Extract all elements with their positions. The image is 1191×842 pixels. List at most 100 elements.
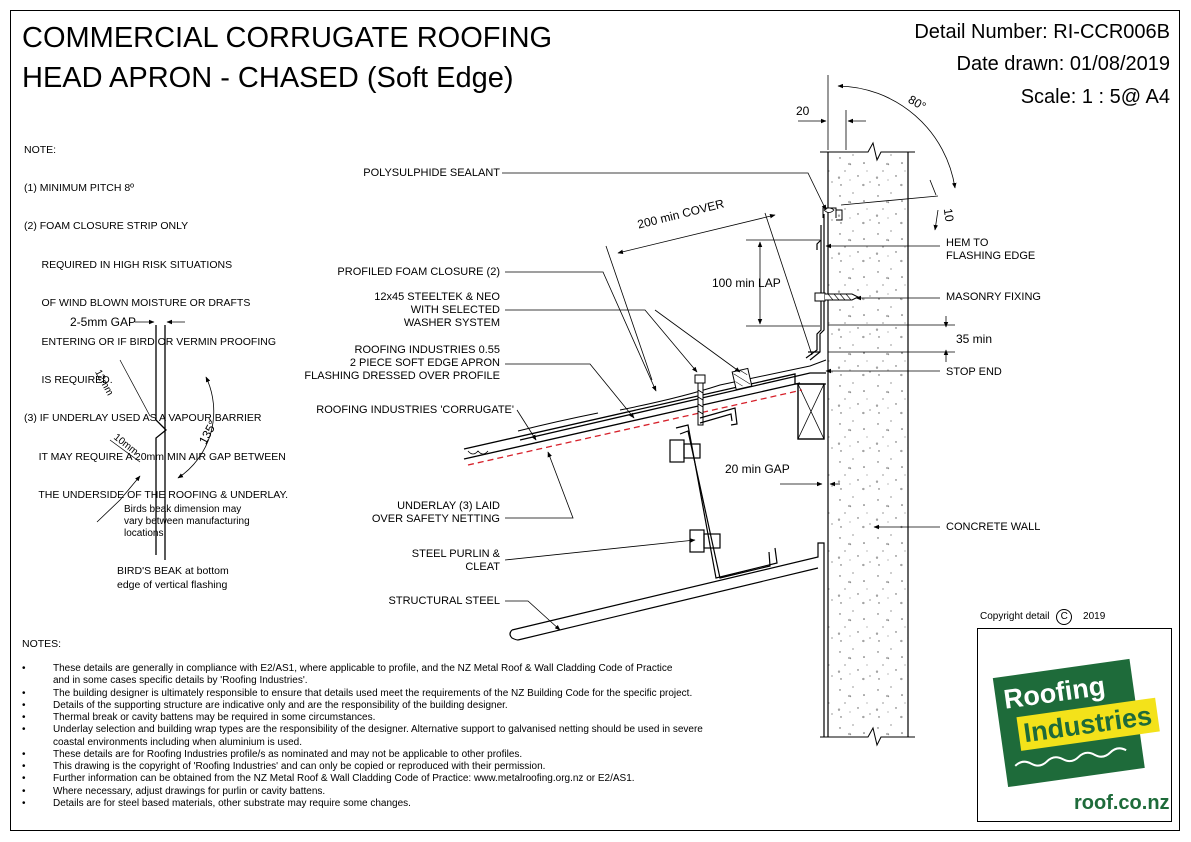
note-item: • Details of the supporting structure are… [22, 700, 703, 712]
steel-purlin [669, 407, 778, 579]
label-underlay: UNDERLAY (3) LAID OVER SAFETY NETTING [372, 500, 500, 526]
label-corrugate: ROOFING INDUSTRIES 'CORRUGATE' [316, 404, 514, 416]
label-sealant: POLYSULPHIDE SEALANT [363, 167, 500, 179]
date-drawn: Date drawn: 01/08/2019 [956, 53, 1171, 75]
leader-lines [502, 172, 827, 631]
label-apron: ROOFING INDUSTRIES 0.55 2 PIECE SOFT EDG… [304, 344, 500, 383]
note-text: Underlay selection and building wrap typ… [53, 724, 703, 736]
logo-wave-icon [1014, 747, 1127, 767]
birds-beak-detail [96, 319, 215, 560]
underlay [467, 389, 803, 466]
note-item: • Further information can be obtained fro… [22, 773, 703, 785]
dim-10 [930, 179, 938, 230]
bb-caption: BIRD'S BEAK at bottom edge of vertical f… [117, 564, 229, 592]
dim-200-cover [605, 212, 813, 381]
label-hem: HEM TO FLASHING EDGE [946, 237, 1035, 263]
note-line: (2) FOAM CLOSURE STRIP ONLY [24, 220, 189, 233]
title-sub: (Soft Edge) [366, 62, 514, 94]
note-item: • These details are for Roofing Industrie… [22, 749, 703, 761]
label-concrete-wall: CONCRETE WALL [946, 521, 1041, 533]
note-text: Details of the supporting structure are … [53, 699, 508, 711]
concrete-wall [820, 141, 915, 747]
label-line: FLASHING DRESSED OVER PROFILE [304, 370, 500, 382]
title-main: HEAD APRON - CHASED [22, 62, 359, 94]
chase-and-sealant [822, 195, 939, 218]
note-text: This drawing is the copyright of 'Roofin… [53, 761, 546, 772]
dim-lap-text: 100 min LAP [712, 276, 781, 290]
note-item: • Details are for steel based materials, … [22, 798, 703, 810]
bb-caption-line: BIRD'S BEAK at bottom [117, 565, 229, 577]
bb-note-line: Birds beak dimension may [124, 504, 242, 515]
note-text: The building designer is ultimately resp… [53, 687, 693, 699]
detail-number: Detail Number: RI-CCR006B [914, 21, 1170, 43]
title-line-2: HEAD APRON - CHASED (Soft Edge) [22, 62, 514, 94]
label-line: 2 PIECE SOFT EDGE APRON [349, 357, 500, 369]
apron-flashing [805, 214, 825, 361]
dim-35 [828, 316, 955, 362]
note-text: These details are for Roofing Industries… [53, 748, 523, 760]
note-text: Where necessary, adjust drawings for pur… [53, 785, 326, 797]
label-line: ROOFING INDUSTRIES 0.55 [354, 344, 500, 356]
label-line: 12x45 STEELTEK & NEO [374, 291, 500, 303]
roofing-industries-logo: Roofing Industries roof.co.nz [992, 658, 1170, 814]
label-purlin: STEEL PURLIN & CLEAT [412, 548, 500, 574]
label-line: OVER SAFETY NETTING [371, 513, 500, 525]
label-35-min: 35 min [956, 332, 993, 346]
note-line: ENTERING OR IF BIRD OR VERMIN PROOFING [24, 335, 277, 348]
dim-100-lap [746, 239, 820, 327]
drawing-frame [10, 10, 1180, 831]
bullet: • [22, 687, 26, 699]
label-line: CLEAT [465, 561, 500, 573]
copyright-text: Copyright detail [980, 611, 1050, 622]
label-masonry-fixing: MASONRY FIXING [946, 291, 1041, 303]
roof-sheet [463, 359, 827, 460]
note-text: Thermal break or cavity battens may be r… [53, 712, 376, 723]
title-line-1: COMMERCIAL CORRUGATE ROOFING [22, 22, 553, 54]
copyright-icon: C [1056, 609, 1073, 625]
stop-end-cross [797, 383, 825, 440]
note-line: (1) MINIMUM PITCH 8º [24, 181, 134, 194]
note-item: • Thermal break or cavity battens may be … [22, 712, 703, 724]
bullet: • [22, 748, 26, 760]
bullet: • [22, 724, 26, 736]
note-text: Further information can be obtained from… [53, 773, 635, 785]
structural-steel [509, 542, 825, 737]
note-item: • Where necessary, adjust drawings for pu… [22, 786, 703, 798]
label-foam: PROFILED FOAM CLOSURE (2) [337, 266, 500, 278]
note-text: These details are generally in complianc… [53, 663, 673, 674]
bullet: • [22, 712, 26, 723]
label-line: UNDERLAY (3) LAID [397, 500, 500, 512]
logo-yellow-band [1016, 697, 1160, 751]
note-line: OF WIND BLOWN MOISTURE OR DRAFTS [24, 297, 251, 310]
bullet: • [22, 699, 26, 711]
label-line: STEEL PURLIN & [411, 548, 500, 560]
bullet: • [22, 761, 26, 772]
dim-80-arc [837, 83, 957, 189]
dim-gap-text: 20 min GAP [725, 462, 790, 476]
bb-note: Birds beak dimension may vary between ma… [124, 504, 250, 540]
note-line: NOTE: [24, 143, 57, 156]
note-line: REQUIRED IN HIGH RISK SITUATIONS [24, 258, 233, 271]
copyright: Copyright detail C 2019 [980, 609, 1105, 625]
logo-url: roof.co.nz [1074, 792, 1170, 814]
notes-heading: NOTES: [22, 638, 62, 650]
label-line: WITH SELECTED [410, 304, 500, 316]
label-stop-end: STOP END [946, 366, 1002, 378]
note-line: IT MAY REQUIRE A 20mm MIN AIR GAP BETWEE… [24, 450, 286, 463]
note-item: • Underlay selection and building wrap ty… [22, 724, 703, 749]
note-line: IS REQUIRED. [24, 373, 113, 386]
bullet: • [22, 797, 26, 809]
leader-lines-right [825, 243, 940, 530]
steeltek-screw [694, 374, 706, 426]
label-line: FLASHING EDGE [946, 250, 1036, 262]
dim-20-text: 20 [796, 104, 810, 118]
note-text: Details are for steel based materials, o… [53, 797, 411, 809]
bb-caption-line: edge of vertical flashing [117, 579, 228, 591]
bullet: • [22, 773, 26, 785]
bb-gap-text: 2-5mm GAP [70, 315, 137, 329]
masonry-fixing [814, 292, 860, 302]
copyright-year: 2019 [1083, 611, 1106, 622]
bullet: • [22, 785, 26, 797]
logo-box: Roofing Industries roof.co.nz [977, 628, 1172, 822]
